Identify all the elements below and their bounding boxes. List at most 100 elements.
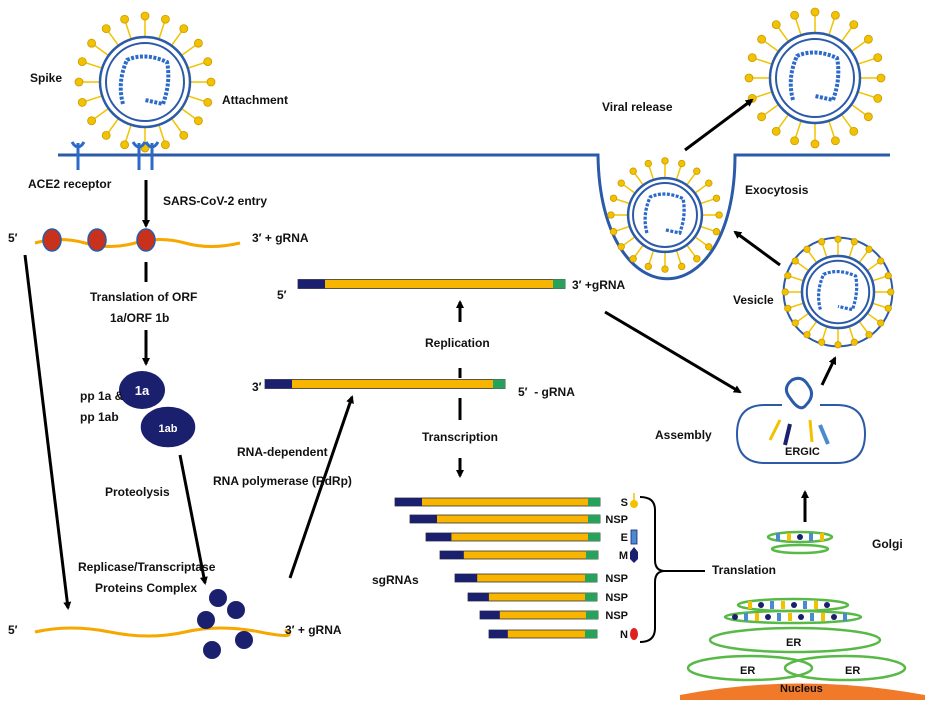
rna-3-tail — [493, 379, 505, 389]
spike-icon — [803, 331, 811, 339]
dashed-segments — [144, 262, 462, 420]
label-proteolysis: Proteolysis — [105, 485, 170, 499]
spike-icon — [818, 238, 826, 246]
endoplasmic-reticulum — [686, 597, 907, 682]
label-ace2: ACE2 receptor — [28, 177, 112, 191]
spike-icon — [887, 288, 895, 296]
ace2-receptor-icon — [144, 141, 160, 170]
spike-marker-icon — [630, 500, 638, 508]
sgrna-label: E — [621, 532, 628, 544]
protein-markers — [630, 493, 638, 640]
spike-icon — [160, 140, 170, 150]
spike-icon — [193, 116, 203, 126]
rna-5-cap — [468, 593, 489, 601]
spike-icon — [617, 243, 625, 251]
spike-icon — [140, 11, 150, 21]
rna-3-tail — [585, 593, 597, 601]
spike-icon — [863, 34, 873, 44]
sgrna-bar — [439, 550, 599, 560]
label-minus-3: 3′ — [252, 380, 262, 394]
sgrna-label: NSP — [605, 514, 628, 526]
spike-icon — [160, 14, 170, 24]
assembly-arrow — [604, 310, 742, 394]
viral-rna-genome — [643, 192, 686, 235]
er-protein-dots — [732, 533, 847, 621]
label-entry: SARS-CoV-2 entry — [163, 194, 267, 208]
spike-icon — [609, 194, 618, 202]
spike-icon — [644, 159, 652, 168]
sgrna-bar — [488, 629, 598, 639]
virus-group — [74, 7, 895, 349]
spike-icon — [747, 53, 757, 63]
viral-envelope — [800, 254, 876, 330]
spike-icon — [771, 126, 781, 136]
spike-icon — [865, 331, 873, 339]
spike-icon — [101, 24, 111, 34]
replicase-protein-icon — [227, 601, 245, 619]
sgrna-label: M — [619, 550, 628, 562]
spike-icon — [179, 130, 189, 140]
sgrna-label: NSP — [605, 610, 628, 622]
spike-icon — [607, 211, 615, 219]
er-protein-icon — [788, 613, 792, 621]
label-pp1a: pp 1a & — [80, 389, 124, 403]
rna-3-tail — [586, 551, 598, 559]
rna-body — [409, 514, 601, 524]
ace2-receptor-icon — [131, 141, 147, 170]
er-protein-icon — [809, 533, 813, 541]
label-exocytosis: Exocytosis — [745, 183, 809, 197]
ribosomes — [42, 228, 156, 252]
label-assembly: Assembly — [655, 428, 712, 442]
spike-icon — [629, 255, 637, 263]
sgrna-label: S — [621, 497, 628, 509]
spike-icon — [87, 116, 97, 126]
arrows — [23, 98, 837, 610]
spike-icon — [865, 245, 873, 253]
spike-icon — [678, 159, 686, 168]
spike-icon — [206, 77, 216, 87]
spike-icon — [771, 20, 781, 30]
er-protein-icon — [748, 601, 752, 609]
label-minus-5: 5′ - gRNA — [518, 385, 575, 399]
spike-icon — [810, 7, 820, 17]
replicase-protein-icon — [209, 589, 227, 607]
er-protein-icon — [791, 602, 797, 608]
viral-envelope — [768, 31, 862, 125]
rna-bars — [264, 279, 601, 639]
rna-5-cap — [480, 611, 500, 619]
label-complex-2: Proteins Complex — [95, 581, 197, 595]
viral-envelope-inner — [775, 38, 855, 118]
label-replication: Replication — [425, 336, 490, 350]
spike-icon — [791, 319, 799, 327]
spike-icon — [884, 304, 892, 312]
rna-5-cap — [426, 533, 452, 541]
label-5prime-bottom: 5′ — [8, 623, 18, 637]
spike-icon — [784, 304, 792, 312]
spike-icon — [705, 243, 713, 251]
spike-icon — [830, 10, 840, 20]
label-3prime-top: 3′ + gRNA — [252, 231, 309, 245]
ergic-assembly — [768, 376, 830, 446]
label-sgrnas: sgRNAs — [372, 573, 419, 587]
envelope-protein-icon — [630, 529, 638, 545]
virus-in-vesicle — [781, 235, 895, 349]
spike-icon — [77, 97, 87, 107]
er-protein-icon — [732, 614, 738, 620]
spike-icon — [203, 97, 213, 107]
rna-3-tail — [586, 611, 598, 619]
grna-strand-top — [34, 238, 241, 248]
plus-grna-bar — [297, 279, 566, 289]
rna-5-cap — [395, 498, 422, 506]
viral-rna-genome — [118, 54, 171, 107]
spike-icon — [803, 245, 811, 253]
ergic-compartment — [735, 404, 867, 464]
label-attachment: Attachment — [222, 93, 288, 107]
spike-icon — [74, 77, 84, 87]
protein-1a-label: 1a — [135, 383, 150, 398]
viral-envelope — [98, 35, 192, 129]
spike-icon — [849, 126, 859, 136]
spike-icon — [790, 136, 800, 146]
release-arrow — [684, 98, 754, 152]
vesicle-exocytosis-arrow — [733, 230, 781, 267]
